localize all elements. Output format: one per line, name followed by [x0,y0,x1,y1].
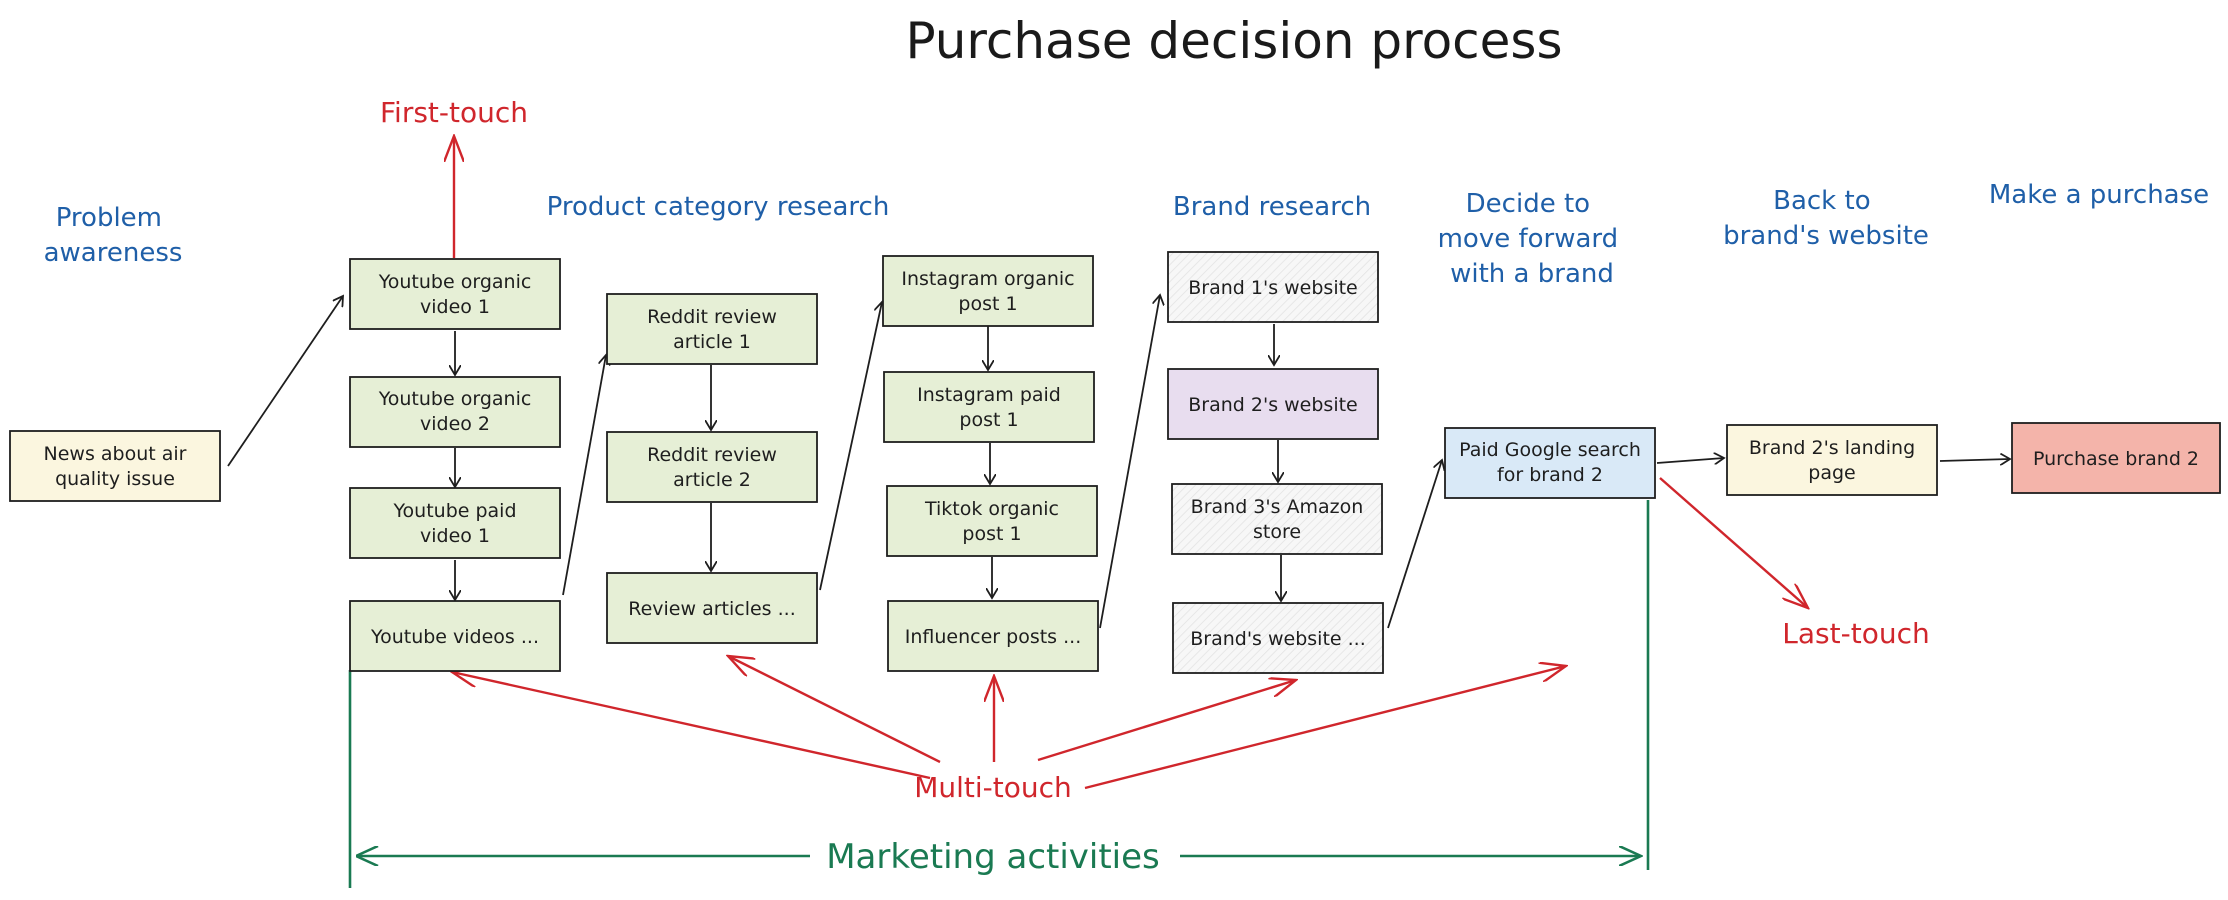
multi-touch-arrow-google [1084,666,1566,790]
stage-make-purchase: Make a purchase [1989,180,2209,210]
last-touch-label: Last-touch [1782,617,1929,650]
multi-touch-label: Multi-touch [914,771,1072,804]
stage-decide-brand: Decide to move forward with a brand [1438,189,1627,289]
arrow-news-to-youtube [227,296,343,467]
influencer-posts-more-box: Influencer posts ... [887,600,1099,672]
svg-text:Brand's website ...: Brand's website ... [1190,628,1366,650]
touch-attribution-arrows [452,136,1808,790]
first-touch-label: First-touch [380,96,528,129]
youtube-videos-more-box: Youtube videos ... [349,600,561,672]
flow-arrows [227,295,2010,629]
diagram-title: Purchase decision process [905,12,1562,70]
svg-text:Brand 2's website: Brand 2's website [1188,394,1358,416]
stage-back-to-website: Back to brand's website [1723,186,1929,251]
arrow-brand-to-google [1387,460,1442,629]
arrow-influencer-to-brand [1099,295,1160,629]
brand-1-website-box: Brand 1's website [1167,251,1379,323]
svg-text:Purchase brand 2: Purchase brand 2 [2033,448,2199,470]
review-articles-more-box: Review articles ... [606,572,818,644]
svg-text:Influencer posts ...: Influencer posts ... [905,626,1081,648]
multi-touch-arrow-reviews [728,656,941,764]
brand-2-website-box: Brand 2's website [1167,368,1379,440]
stage-brand-research: Brand research [1173,192,1371,222]
marketing-activities-bracket [348,500,1650,888]
stage-problem-awareness: Problem awareness [44,203,183,268]
stage-product-category-research: Product category research [547,192,890,222]
arrow-youtube-to-reddit [562,355,606,596]
arrow-google-to-landing [1656,458,1724,463]
multi-touch-arrow-brand [1037,680,1296,762]
purchase-brand-2-box: Purchase brand 2 [2011,422,2221,494]
marketing-activities-label: Marketing activities [826,837,1160,877]
arrow-reviews-to-instagram [819,302,882,591]
svg-text:Brand 1's website: Brand 1's website [1188,277,1358,299]
arrow-landing-to-purchase [1939,459,2010,461]
svg-text:Youtube videos ...: Youtube videos ... [370,626,539,648]
multi-touch-arrow-youtube [452,672,931,780]
svg-text:Review articles ...: Review articles ... [628,598,795,620]
brands-website-more-box: Brand's website ... [1172,602,1384,674]
last-touch-arrow [1659,477,1808,608]
